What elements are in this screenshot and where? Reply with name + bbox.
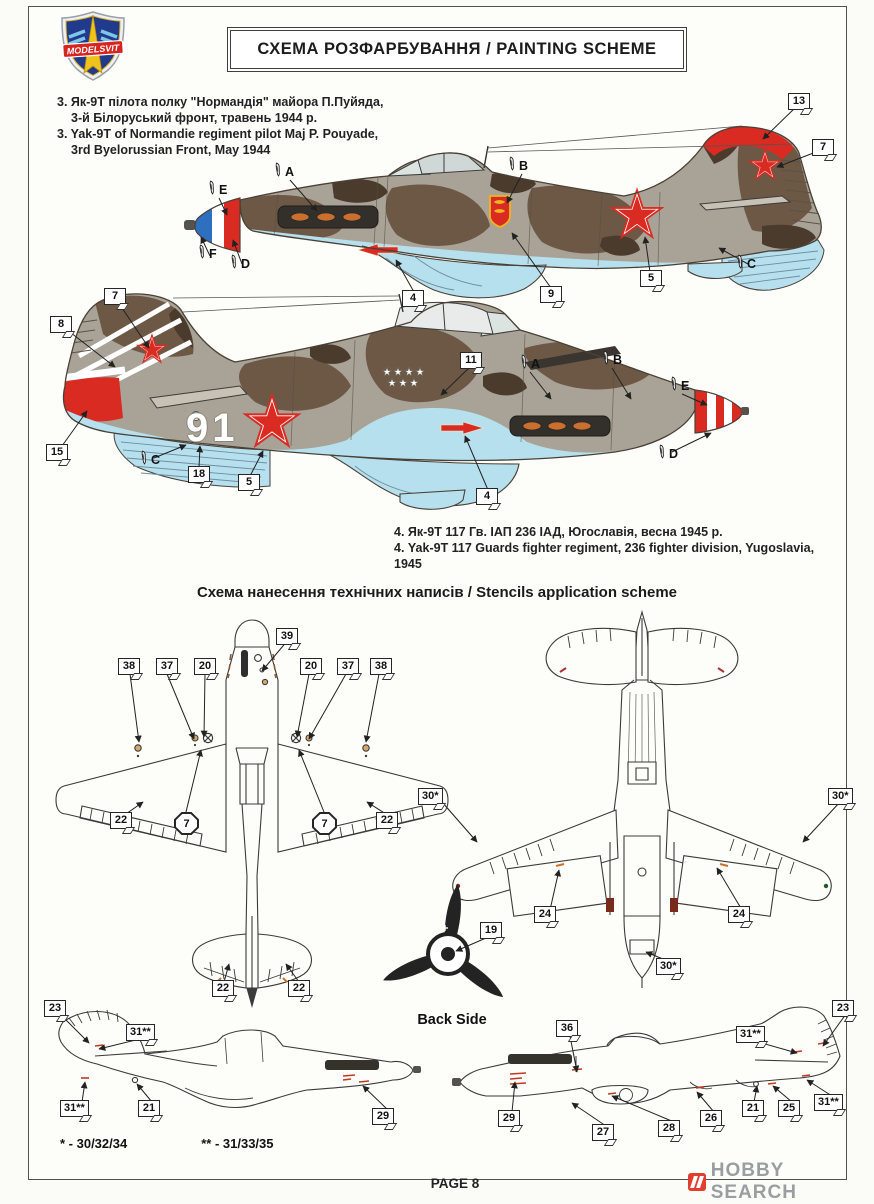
normandie-shield	[489, 195, 511, 228]
callout-8: 8	[50, 316, 72, 333]
modelsvit-logo: MODELSVIT	[61, 11, 125, 81]
scheme4-caption: 4. Як-9Т 117 Гв. ІАП 236 ІАД, Югославія,…	[394, 524, 834, 572]
callout-38L: 38	[118, 658, 140, 675]
brush-icon	[509, 156, 514, 171]
callout-25: 25	[778, 1100, 800, 1117]
scheme4-en-line: 4. Yak-9T 117 Guards fighter regiment, 2…	[394, 541, 815, 571]
board-number: 91	[186, 406, 239, 450]
callout-11: 11	[460, 352, 482, 369]
callout-31d: 31**	[814, 1094, 843, 1111]
callout-7-octagon-right: 7	[312, 812, 337, 835]
brush-icon	[737, 254, 742, 269]
footnote-double-star: ** - 31/33/35	[201, 1136, 274, 1151]
paint-ref-E: E	[206, 180, 227, 197]
brush-icon	[671, 376, 676, 391]
logo-text: MODELSVIT	[66, 43, 121, 57]
callout-18: 18	[188, 466, 210, 483]
hobby-search-watermark: HOBBY SEARCH	[688, 1160, 874, 1204]
callout-9: 9	[540, 286, 562, 303]
paint-ref-D2: D	[656, 444, 678, 461]
paint-ref-B2: B	[600, 350, 622, 367]
callout-23b: 23	[832, 1000, 854, 1017]
brush-icon	[521, 354, 526, 369]
callout-37R: 37	[337, 658, 359, 675]
paint-ref-F: F	[196, 244, 217, 261]
callout-26: 26	[700, 1110, 722, 1127]
paint-ref-E2: E	[668, 376, 689, 393]
callout-30-bottom: 30*	[656, 958, 681, 975]
callout-20R: 20	[300, 658, 322, 675]
callout-7: 7	[812, 139, 834, 156]
callout-37L: 37	[156, 658, 178, 675]
paint-ref-C: C	[734, 254, 756, 271]
page-title: СХЕМА РОЗФАРБУВАННЯ / PAINTING SCHEME	[227, 27, 687, 72]
stencils-section-title: Схема нанесення технічних написів / Sten…	[196, 584, 678, 601]
page-number: PAGE 8	[430, 1176, 480, 1191]
stencil-bottom-view	[440, 610, 860, 1010]
callout-22c: 22	[212, 980, 234, 997]
callout-22b: 22	[376, 812, 398, 829]
back-side-label: Back Side	[417, 1012, 487, 1028]
callout-28: 28	[658, 1120, 680, 1137]
scheme4-ua-line: 4. Як-9Т 117 Гв. ІАП 236 ІАД, Югославія,…	[394, 525, 723, 539]
paint-ref-A2: A	[518, 354, 540, 371]
callout-4: 4	[402, 290, 424, 307]
stencil-profile-left	[35, 1002, 421, 1132]
callout-13: 13	[788, 93, 810, 110]
callout-38R: 38	[370, 658, 392, 675]
brush-icon	[659, 444, 664, 459]
callout-22d: 22	[288, 980, 310, 997]
aircraft-profile-normandie	[184, 125, 825, 299]
callout-29a: 29	[372, 1108, 394, 1125]
scheme3-en-line2: 3rd Byelorussian Front, May 1944	[71, 143, 271, 157]
callout-31c: 31**	[736, 1026, 765, 1043]
callout-21a: 21	[138, 1100, 160, 1117]
callout-29b: 29	[498, 1110, 520, 1127]
brush-icon	[603, 350, 608, 365]
callout-5: 5	[640, 270, 662, 287]
callout-7b: 7	[104, 288, 126, 305]
scheme3-en-line1: 3. Yak-9T of Normandie regiment pilot Ma…	[57, 127, 379, 141]
callout-24L: 24	[534, 906, 556, 923]
callout-19: 19	[480, 922, 502, 939]
callout-31a: 31**	[126, 1024, 155, 1041]
brush-icon	[275, 162, 280, 177]
callout-22a: 22	[110, 812, 132, 829]
callout-20L: 20	[194, 658, 216, 675]
brush-icon	[199, 244, 204, 259]
paint-ref-D: D	[228, 254, 250, 271]
hobby-search-text: HOBBY SEARCH	[710, 1160, 797, 1203]
footnote: * - 30/32/34 ** - 31/33/35	[60, 1136, 274, 1151]
paint-ref-C2: C	[138, 450, 160, 467]
callout-15: 15	[46, 444, 68, 461]
callout-24R: 24	[728, 906, 750, 923]
footnote-star: * - 30/32/34	[60, 1136, 128, 1151]
brush-icon	[141, 450, 146, 465]
callout-4b: 4	[476, 488, 498, 505]
brush-icon	[231, 254, 236, 269]
callout-39: 39	[276, 628, 298, 645]
scheme3-ua-line1: 3. Як-9Т пілота полку "Нормандія" майора…	[57, 95, 384, 109]
callout-27: 27	[592, 1124, 614, 1141]
callout-30-right: 30*	[828, 788, 853, 805]
hobby-search-icon	[688, 1173, 706, 1191]
brush-icon	[209, 180, 214, 195]
scheme3-ua-line2: 3-й Білоруський фронт, травень 1944 р.	[71, 111, 318, 125]
aircraft-profile-yugoslavia	[62, 293, 749, 510]
callout-30-left: 30*	[418, 788, 443, 805]
callout-7-octagon-left: 7	[174, 812, 199, 835]
paint-ref-B: B	[506, 156, 528, 173]
red-arrow-emblem-1	[356, 243, 399, 257]
paint-ref-A: A	[272, 162, 294, 179]
callout-5b: 5	[238, 474, 260, 491]
propeller-back-side	[383, 884, 504, 998]
callout-31b: 31**	[60, 1100, 89, 1117]
callout-21b: 21	[742, 1100, 764, 1117]
callout-23a: 23	[44, 1000, 66, 1017]
red-arrow-emblem-2	[440, 421, 485, 435]
tricolor-spinner	[194, 197, 241, 253]
callout-36: 36	[556, 1020, 578, 1037]
scheme3-caption: 3. Як-9Т пілота полку "Нормандія" майора…	[57, 94, 417, 158]
